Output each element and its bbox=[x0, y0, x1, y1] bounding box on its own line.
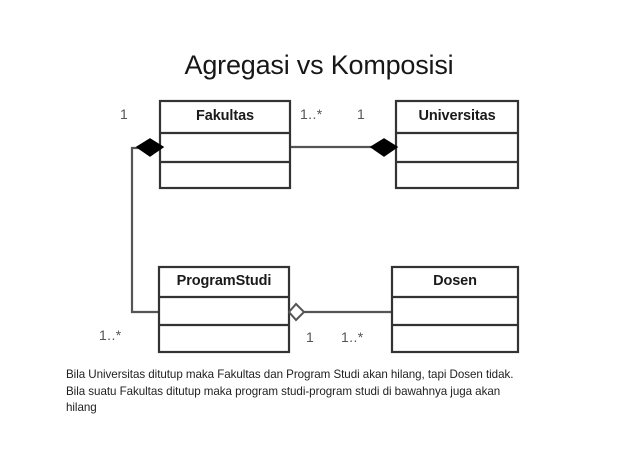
class-label-dosen: Dosen bbox=[433, 273, 477, 289]
caption-line-2: Bila suatu Fakultas ditutup maka program… bbox=[66, 384, 501, 398]
composition-diamond-filled-icon bbox=[369, 138, 399, 157]
caption-line-1: Bila Universitas ditutup maka Fakultas d… bbox=[66, 368, 514, 381]
multiplicity-bottom-mid-left: 1 bbox=[306, 329, 315, 345]
class-box-dosen[interactable] bbox=[390, 265, 520, 354]
multiplicity-top-mid-right: 1 bbox=[357, 106, 366, 122]
caption-text: Bila Universitas ditutup maka Fakultas d… bbox=[66, 367, 586, 417]
multiplicity-bottom-left: 1..* bbox=[99, 327, 122, 343]
class-box-programstudi[interactable] bbox=[157, 265, 291, 354]
caption-line-3: hilang bbox=[66, 401, 97, 414]
multiplicity-top-mid-left: 1..* bbox=[300, 106, 323, 122]
class-box-fakultas[interactable] bbox=[158, 99, 292, 190]
multiplicity-bottom-mid-right: 1..* bbox=[341, 329, 364, 345]
class-label-universitas: Universitas bbox=[418, 108, 496, 124]
class-label-fakultas: Fakultas bbox=[195, 108, 255, 124]
aggregation-diamond-hollow-icon bbox=[287, 302, 306, 322]
class-label-programstudi: ProgramStudi bbox=[176, 273, 272, 289]
composition-diamond-filled-icon bbox=[135, 138, 165, 157]
multiplicity-top-left: 1 bbox=[120, 106, 129, 122]
page-title: Agregasi vs Komposisi bbox=[184, 50, 454, 80]
class-box-universitas[interactable] bbox=[394, 99, 520, 190]
association-fakultas-programstudi bbox=[130, 146, 159, 314]
